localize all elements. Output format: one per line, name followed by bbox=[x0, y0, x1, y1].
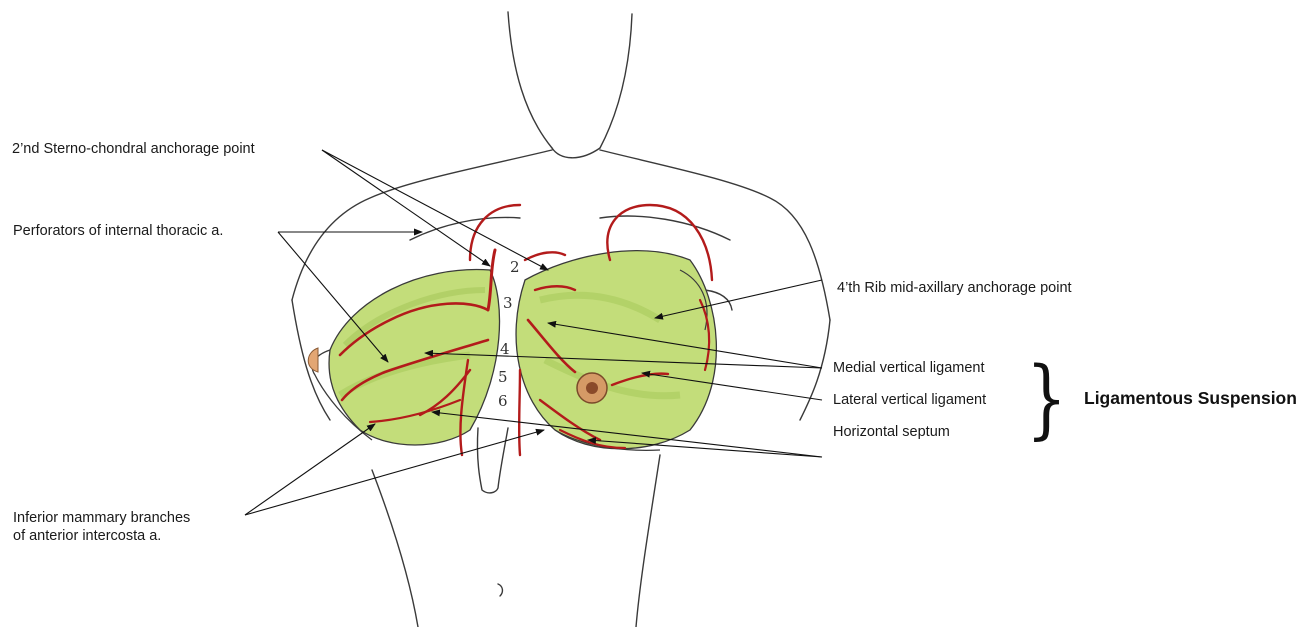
label-4th-rib-axillary-anchorage: 4’th Rib mid-axillary anchorage point bbox=[837, 280, 1072, 297]
label-perforators-internal-thoracic: Perforators of internal thoracic a. bbox=[13, 223, 223, 240]
label-lateral-vertical-ligament: Lateral vertical ligament bbox=[833, 392, 986, 409]
rib-number-5: 5 bbox=[498, 368, 508, 386]
label-horizontal-septum: Horizontal septum bbox=[833, 424, 950, 441]
label-inferior-mammary-branches: Inferior mammary branches of anterior in… bbox=[13, 509, 190, 545]
rib-number-6: 6 bbox=[498, 392, 508, 410]
label-ligamentous-suspension: Ligamentous Suspension bbox=[1084, 388, 1297, 409]
label-inferior-mammary-line2: of anterior intercosta a. bbox=[13, 527, 190, 545]
label-sternochondral-anchorage: 2’nd Sterno-chondral anchorage point bbox=[12, 141, 255, 158]
rib-number-2: 2 bbox=[510, 258, 520, 276]
brace-icon: } bbox=[1026, 356, 1067, 442]
left-breast bbox=[308, 270, 499, 445]
rib-number-3: 3 bbox=[503, 294, 513, 312]
right-breast bbox=[516, 251, 716, 451]
rib-number-4: 4 bbox=[500, 340, 510, 358]
label-medial-vertical-ligament: Medial vertical ligament bbox=[833, 360, 985, 377]
label-inferior-mammary-line1: Inferior mammary branches bbox=[13, 509, 190, 527]
